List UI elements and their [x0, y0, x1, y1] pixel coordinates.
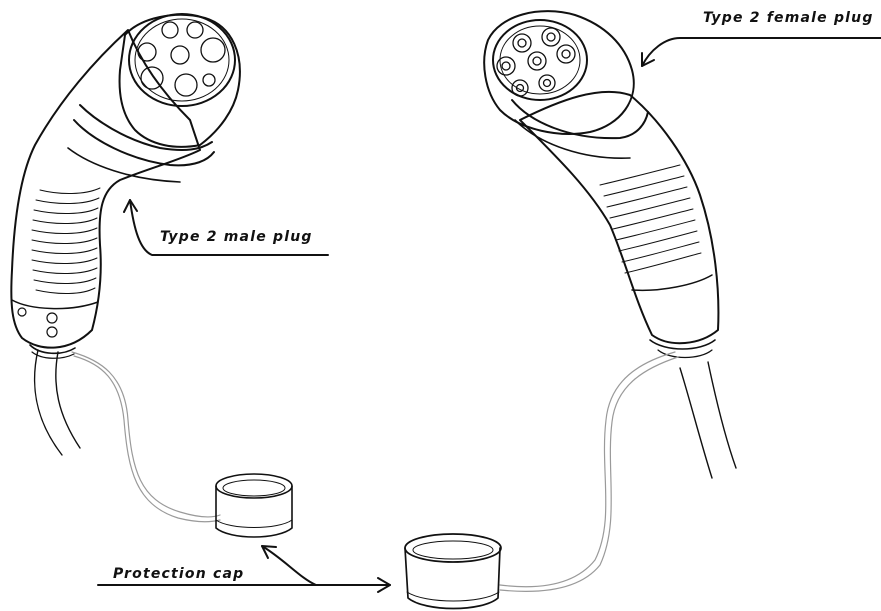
small-protection-cap	[216, 474, 292, 537]
male-plug-handle	[11, 30, 200, 348]
female-plug-handle	[520, 92, 718, 343]
female-plug-cable	[680, 362, 736, 478]
male-plug-pins	[138, 22, 225, 96]
female-plug	[484, 11, 736, 478]
male-cap-tether	[72, 352, 220, 522]
male-plug-cable	[35, 350, 80, 455]
female-plug-grip-ribs	[600, 165, 701, 273]
female-cap-tether	[500, 352, 678, 591]
large-protection-cap	[405, 534, 501, 609]
leader-female	[642, 38, 881, 66]
label-type2-female-plug: Type 2 female plug	[703, 10, 874, 26]
label-type2-male-plug: Type 2 male plug	[160, 229, 313, 245]
male-plug-grip-ribs	[32, 188, 100, 294]
label-protection-cap: Protection cap	[113, 566, 244, 582]
leader-male	[124, 200, 328, 255]
